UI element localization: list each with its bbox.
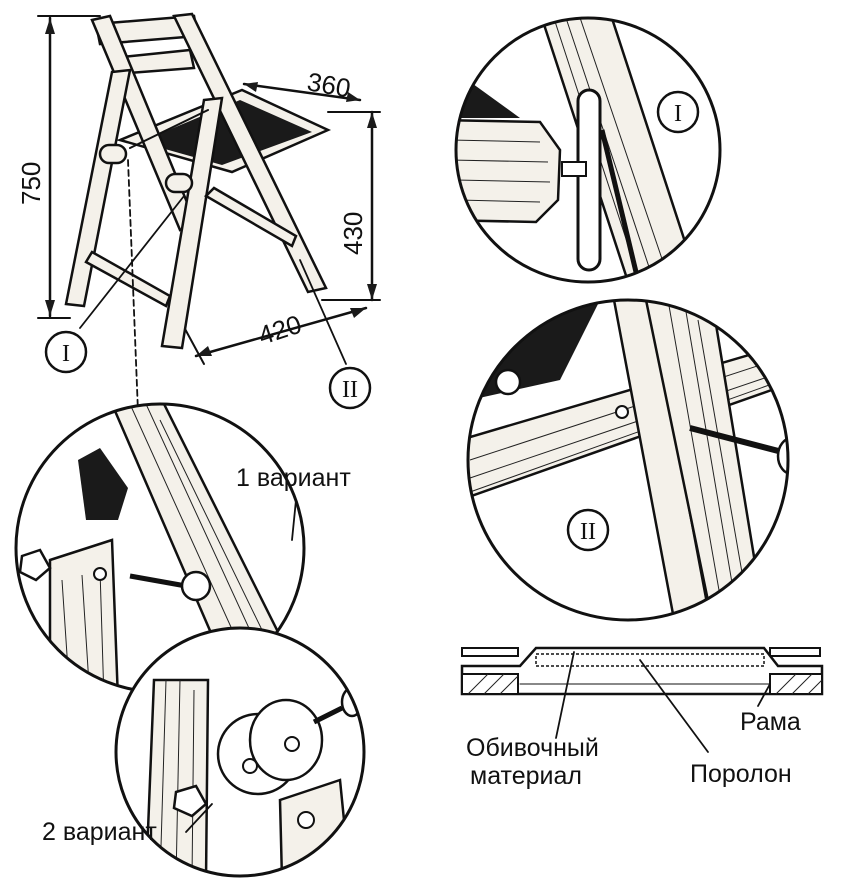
detail-node-1: I xyxy=(454,16,722,284)
svg-text:I: I xyxy=(674,101,682,127)
callout-node-1: I xyxy=(44,330,88,374)
chair-perspective: 750 360 430 420 xyxy=(16,12,381,413)
front-leg-left xyxy=(64,68,132,308)
detail-variant-2 xyxy=(114,626,366,878)
front-leg-right xyxy=(160,96,224,350)
dimension-420: 420 xyxy=(255,309,306,351)
dimension-430-label: 430 xyxy=(338,212,368,255)
rear-leg-right xyxy=(172,12,328,294)
callout-node-2: II xyxy=(328,366,372,410)
seat-cross-section xyxy=(460,646,824,753)
label-upholstery-1: Обивочный xyxy=(466,734,599,762)
dimension-360: 360 xyxy=(305,66,353,103)
label-foam: Поролон xyxy=(690,760,792,788)
detail-node-2: II xyxy=(466,298,790,622)
label-upholstery-2: материал xyxy=(470,762,582,790)
label-frame: Рама xyxy=(740,708,801,736)
svg-text:II: II xyxy=(342,377,358,403)
dimension-750: 750 xyxy=(16,162,46,205)
variant-1-label: 1 вариант xyxy=(236,464,351,492)
variant-2-label: 2 вариант xyxy=(42,818,157,846)
svg-text:II: II xyxy=(580,519,596,545)
svg-text:I: I xyxy=(62,341,70,367)
